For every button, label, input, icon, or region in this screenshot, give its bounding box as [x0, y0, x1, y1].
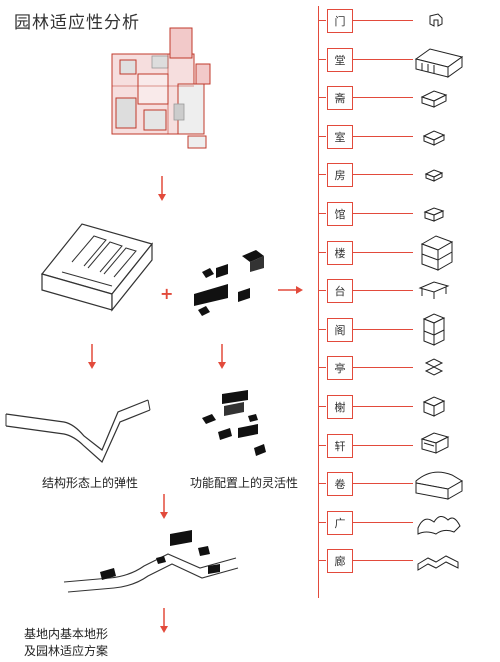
category-row: 亭 — [318, 349, 500, 387]
category-connector — [353, 174, 413, 176]
category-tick — [318, 521, 326, 523]
page-title: 园林适应性分析 — [14, 13, 140, 33]
elastic-ribbon-path — [5, 399, 151, 463]
category-connector — [353, 251, 413, 253]
category-label: 轩 — [327, 433, 353, 458]
combined-scheme — [63, 530, 239, 593]
room-icon — [422, 130, 446, 146]
hall-icon — [414, 48, 464, 78]
arrow-down-icon — [160, 494, 168, 519]
terrace-icon — [418, 281, 450, 300]
category-row: 房 — [318, 156, 500, 194]
caption-final-line2: 及园林适应方案 — [24, 644, 109, 658]
caption-final-line1: 基地内基本地形 — [24, 627, 109, 641]
category-label: 榭 — [327, 395, 353, 419]
category-row: 卷 — [318, 465, 500, 503]
category-connector — [353, 213, 413, 214]
veranda-icon — [420, 432, 450, 454]
category-tick — [318, 135, 326, 137]
category-row: 室 — [318, 118, 500, 156]
caption-final: 基地内基本地形 及园林适应方案 — [24, 626, 144, 660]
garden-site-plan — [111, 27, 211, 149]
category-tick — [318, 58, 326, 60]
category-label: 斋 — [327, 86, 353, 111]
category-row: 轩 — [318, 427, 500, 465]
category-tick — [318, 406, 326, 407]
category-tick — [318, 174, 326, 176]
category-label: 室 — [327, 124, 353, 149]
arrow-down-icon — [158, 176, 166, 201]
category-label: 堂 — [327, 47, 353, 72]
category-label: 廊 — [327, 549, 353, 574]
arrow-down-icon — [88, 344, 96, 369]
category-connector — [353, 328, 413, 330]
plus-sign: + — [160, 284, 174, 303]
category-tick — [318, 367, 326, 369]
tower-icon — [420, 235, 454, 271]
gate-icon — [429, 13, 443, 27]
category-row: 斋 — [318, 79, 500, 117]
category-label: 阁 — [327, 317, 353, 342]
category-connector — [353, 135, 413, 137]
category-tick — [318, 251, 326, 253]
category-tick — [318, 328, 326, 330]
pavilion-tower-icon — [422, 313, 446, 346]
category-connector — [353, 367, 413, 369]
structure-wireframe — [40, 223, 154, 312]
category-label: 广 — [327, 510, 353, 535]
arrow-down-icon — [160, 608, 168, 633]
category-connector — [353, 406, 413, 407]
waterside-pavilion-icon — [422, 396, 446, 417]
category-tick — [318, 444, 326, 446]
category-label: 卷 — [327, 472, 353, 497]
category-connector — [353, 560, 413, 562]
arrow-right-icon — [278, 286, 303, 294]
category-row: 楼 — [318, 234, 500, 272]
category-tick — [318, 290, 326, 292]
caption-flexible: 功能配置上的灵活性 — [190, 476, 299, 490]
category-label: 亭 — [327, 356, 353, 381]
corridor-icon — [417, 555, 459, 572]
category-connector — [353, 483, 413, 485]
category-label: 房 — [327, 163, 353, 188]
category-label: 门 — [327, 9, 353, 33]
category-row: 馆 — [318, 195, 500, 233]
category-label: 台 — [327, 279, 353, 304]
category-label: 馆 — [327, 202, 353, 226]
category-row: 阁 — [318, 311, 500, 349]
category-row: 门 — [318, 2, 500, 40]
pavilion-icon — [424, 358, 444, 376]
buildings-flexible — [202, 390, 266, 456]
chamber-icon — [424, 169, 444, 183]
category-row: 榭 — [318, 388, 500, 426]
arrow-down-icon — [218, 344, 226, 369]
category-connector — [353, 20, 413, 21]
category-label: 楼 — [327, 240, 353, 265]
open-shed-icon — [417, 515, 461, 535]
category-connector — [353, 444, 413, 446]
category-tick — [318, 213, 326, 214]
category-connector — [353, 58, 413, 60]
category-row: 堂 — [318, 41, 500, 79]
category-tick — [318, 97, 326, 99]
caption-elastic: 结构形态上的弹性 — [42, 476, 139, 490]
buildings-scatter — [194, 250, 264, 316]
category-connector — [353, 97, 413, 99]
category-tick — [318, 560, 326, 562]
category-row: 廊 — [318, 542, 500, 580]
category-connector — [353, 521, 413, 523]
category-connector — [353, 290, 413, 292]
rolled-roof-icon — [415, 471, 463, 501]
category-tick — [318, 20, 326, 21]
category-row: 广 — [318, 504, 500, 542]
lodge-icon — [423, 207, 445, 222]
category-axis-line — [318, 6, 319, 598]
category-row: 台 — [318, 272, 500, 310]
studio-icon — [420, 90, 448, 108]
category-tick — [318, 483, 326, 485]
